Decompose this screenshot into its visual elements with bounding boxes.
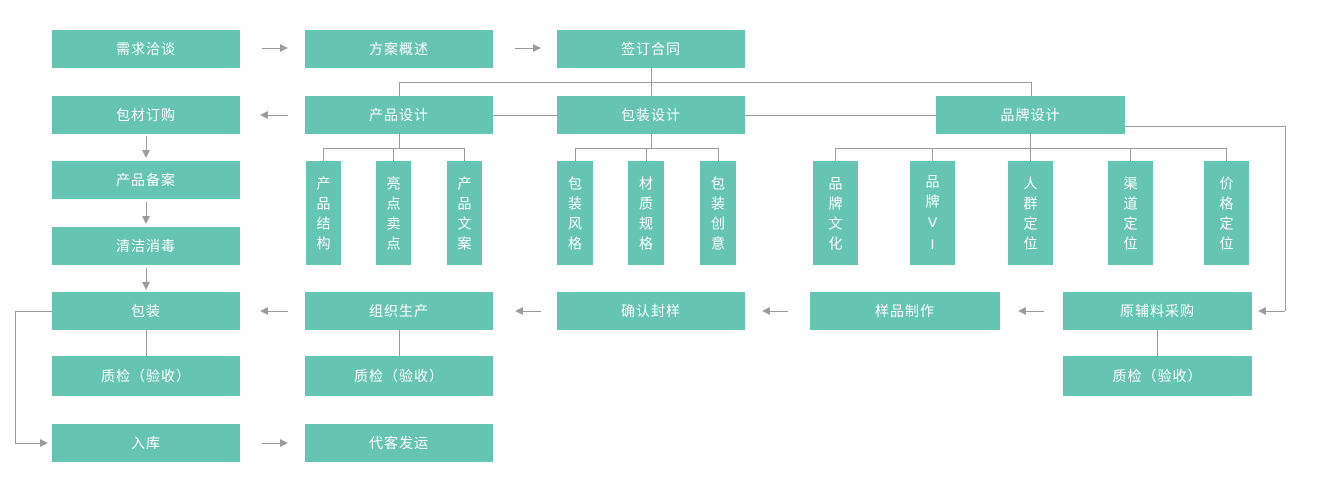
- line: [932, 148, 933, 161]
- node-qc-raw-material: 质检（验收）: [1063, 356, 1252, 396]
- line: [15, 311, 52, 312]
- node-qc-packing: 质检（验收）: [52, 356, 240, 396]
- node-package-style: 包装风格: [557, 161, 593, 265]
- arrowhead-right-icon: [280, 439, 288, 447]
- arrowhead-left-icon: [1018, 307, 1026, 315]
- node-material-spec: 材质规格: [628, 161, 664, 265]
- line: [1266, 311, 1285, 312]
- node-package-design: 包装设计: [557, 96, 745, 134]
- line: [262, 48, 280, 49]
- line: [15, 443, 40, 444]
- node-qc-production: 质检（验收）: [305, 356, 493, 396]
- line: [1030, 148, 1031, 161]
- line: [1130, 148, 1131, 161]
- line: [493, 115, 557, 116]
- node-brand-culture: 品牌文化: [813, 161, 858, 265]
- arrowhead-down-icon: [142, 216, 150, 224]
- arrowhead-left-icon: [1258, 307, 1266, 315]
- node-brand-design: 品牌设计: [936, 96, 1125, 134]
- line: [1125, 126, 1285, 127]
- node-highlight-points: 亮点卖点: [376, 161, 411, 265]
- line: [146, 202, 147, 216]
- line: [1157, 330, 1158, 356]
- node-crowd-position: 人群定位: [1008, 161, 1053, 265]
- line: [399, 330, 400, 356]
- node-packing: 包装: [52, 292, 240, 330]
- line: [262, 443, 280, 444]
- arrowhead-left-icon: [260, 307, 268, 315]
- line: [770, 311, 788, 312]
- node-brand-vi: 品牌VI: [910, 161, 955, 265]
- line: [651, 134, 652, 148]
- line: [1226, 148, 1227, 161]
- node-material-order: 包材订购: [52, 96, 240, 134]
- arrowhead-down-icon: [142, 150, 150, 158]
- arrowhead-right-icon: [533, 44, 541, 52]
- node-plan-overview: 方案概述: [305, 30, 493, 68]
- node-demand-talk: 需求洽谈: [52, 30, 240, 68]
- line: [646, 148, 647, 161]
- line: [651, 82, 652, 96]
- node-sample-making: 样品制作: [810, 292, 1000, 330]
- line: [1026, 311, 1044, 312]
- node-warehouse-in: 入库: [52, 424, 240, 462]
- arrowhead-left-icon: [762, 307, 770, 315]
- arrowhead-left-icon: [515, 307, 523, 315]
- node-product-filing: 产品备案: [52, 161, 240, 199]
- line: [146, 268, 147, 282]
- line: [1285, 126, 1286, 311]
- line: [1030, 134, 1031, 148]
- line: [464, 148, 465, 161]
- node-organize-production: 组织生产: [305, 292, 493, 330]
- line: [399, 82, 1031, 83]
- node-package-idea: 包装创意: [700, 161, 736, 265]
- node-ship-for-customer: 代客发运: [305, 424, 493, 462]
- arrowhead-left-icon: [260, 111, 268, 119]
- arrowhead-right-icon: [40, 439, 48, 447]
- line: [835, 148, 1227, 149]
- node-product-copy: 产品文案: [447, 161, 482, 265]
- node-clean-disinfect: 清洁消毒: [52, 227, 240, 265]
- node-confirm-sample: 确认封样: [557, 292, 745, 330]
- node-product-structure: 产品结构: [306, 161, 341, 265]
- line: [268, 311, 288, 312]
- node-price-position: 价格定位: [1204, 161, 1249, 265]
- line: [393, 148, 394, 161]
- line: [399, 82, 400, 96]
- node-channel-position: 渠道定位: [1108, 161, 1153, 265]
- line: [835, 148, 836, 161]
- line: [146, 136, 147, 150]
- arrowhead-down-icon: [142, 282, 150, 290]
- line: [651, 68, 652, 82]
- line: [323, 148, 465, 149]
- line: [146, 330, 147, 356]
- line: [745, 115, 936, 116]
- line: [523, 311, 541, 312]
- line: [1031, 82, 1032, 96]
- node-raw-material-purchase: 原辅料采购: [1063, 292, 1252, 330]
- line: [515, 48, 533, 49]
- line: [575, 148, 576, 161]
- node-sign-contract: 签订合同: [557, 30, 745, 68]
- node-product-design: 产品设计: [305, 96, 493, 134]
- line: [399, 134, 400, 148]
- line: [323, 148, 324, 161]
- line: [718, 148, 719, 161]
- line: [15, 311, 16, 443]
- arrowhead-right-icon: [280, 44, 288, 52]
- line: [268, 115, 288, 116]
